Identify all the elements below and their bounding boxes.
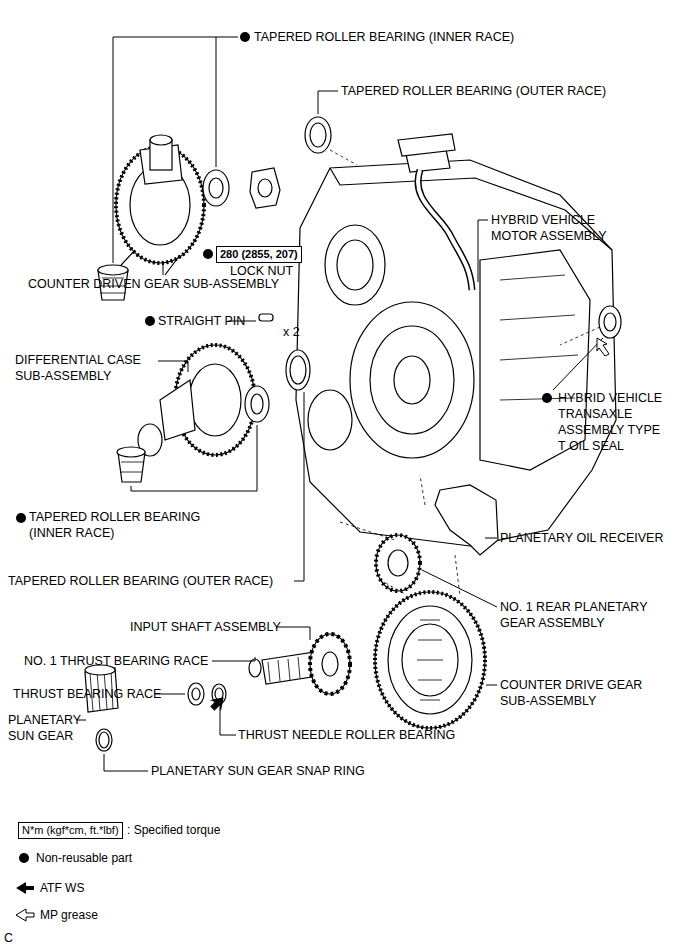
legend-text: : Specified torque [127,822,220,838]
part-label: NO. 1 REAR PLANETARY GEAR ASSEMBLY [500,599,665,631]
legend-text: Non-reusable part [36,850,132,866]
part-label: TAPERED ROLLER BEARING (INNER RACE) [254,29,514,45]
part-label: x 2 [283,324,300,340]
part-label: C [4,930,13,946]
torque-text: 280 (2855, 207) [220,247,298,262]
part-label: HYBRID VEHICLE MOTOR ASSEMBLY [491,212,616,244]
part-label: TAPERED ROLLER BEARING (OUTER RACE) [341,83,606,99]
torque-box: 280 (2855, 207) [216,246,302,263]
part-label: COUNTER DRIVEN GEAR SUB-ASSEMBLY [28,276,279,292]
part-label: THRUST BEARING RACE [13,686,161,702]
torque-box: N*m (kgf*cm, ft.*lbf) [18,822,123,839]
part-label: STRAIGHT PIN [158,313,245,329]
part-label: COUNTER DRIVE GEAR SUB-ASSEMBLY [500,677,660,709]
part-label: PLANETARY SUN GEAR [8,712,80,744]
torque-text: N*m (kgf*cm, ft.*lbf) [22,823,119,838]
part-label: INPUT SHAFT ASSEMBLY [130,619,281,635]
part-label: LOCK NUT [230,263,293,279]
legend-text: MP grease [40,907,98,923]
part-label: HYBRID VEHICLE TRANSAXLE ASSEMBLY TYPE T… [558,390,670,454]
part-label: TAPERED ROLLER BEARING (INNER RACE) [29,509,214,541]
part-label: NO. 1 THRUST BEARING RACE [24,653,208,669]
part-label: DIFFERENTIAL CASE SUB-ASSEMBLY [15,352,160,384]
legend-text: ATF WS [40,880,84,896]
part-label: THRUST NEEDLE ROLLER BEARING [238,727,455,743]
part-label: PLANETARY SUN GEAR SNAP RING [151,763,365,779]
part-label: PLANETARY OIL RECEIVER [500,530,663,546]
part-label: TAPERED ROLLER BEARING (OUTER RACE) [8,573,273,589]
